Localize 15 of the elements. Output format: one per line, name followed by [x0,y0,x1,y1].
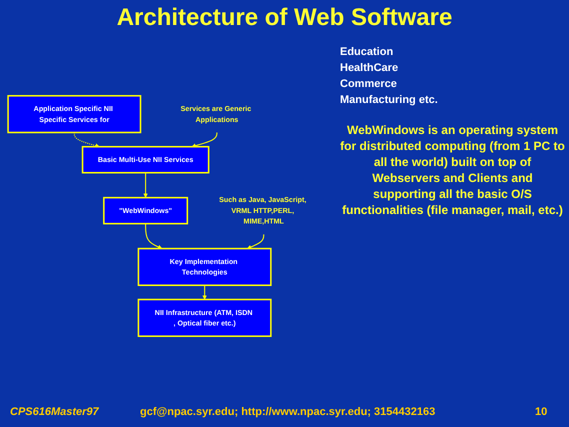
node-caption: Education [340,45,394,60]
arrow [74,132,100,148]
node-caption: Manufacturing etc. [340,93,439,108]
arrow [143,172,148,198]
page-number: 10 [535,406,548,418]
contact-line: gcf@npac.syr.edu; http://www.npac.syr.edu; 3154432163 [140,406,436,418]
arrow [191,132,218,148]
footer-code: CPS616Master97 [10,406,99,418]
arrow [202,285,207,300]
node-caption: Commerce [340,77,398,92]
note: WebWindows is an operating system for distributed computing (from 1 PC to all the world) built on top of Webservers and Clients and supporting all the basic O/S functionalities (file manager, mail, etc.) [340,122,565,218]
arrow [145,224,162,250]
title: Architecture of Web Software [116,4,454,32]
arrow [246,234,264,250]
node-caption: HealthCare [340,61,400,76]
